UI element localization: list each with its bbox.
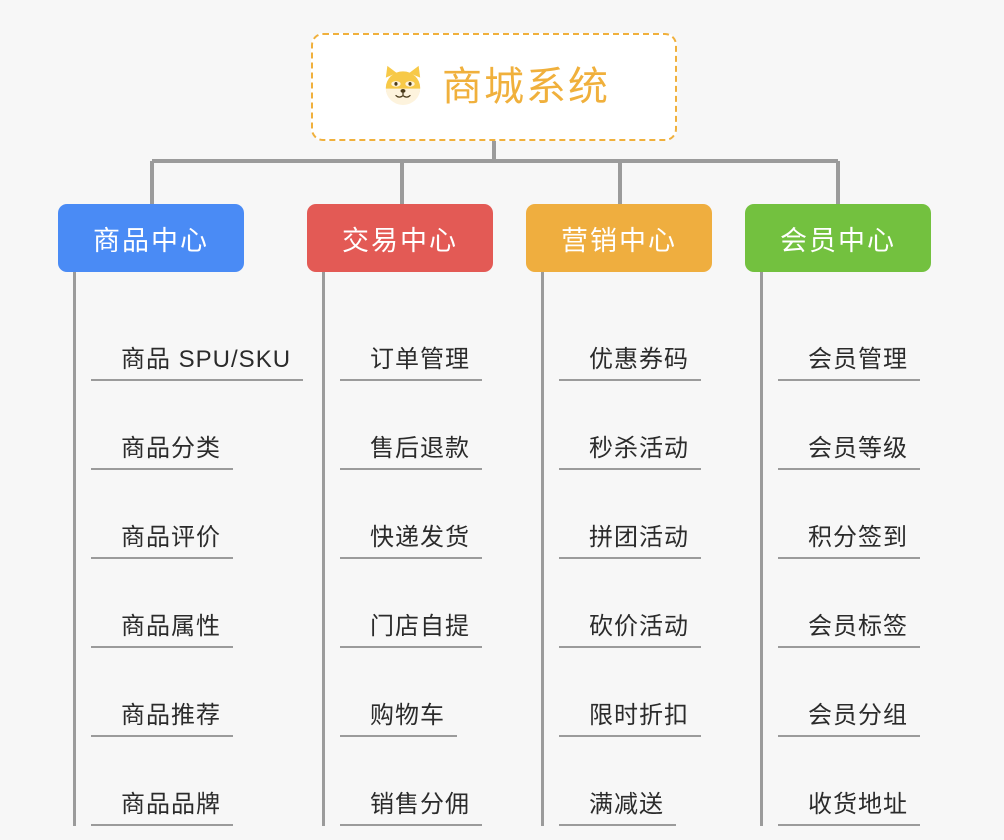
leaf-label: 商品推荐 [91,702,233,737]
list-item[interactable]: 满减送 [559,737,753,826]
list-item[interactable]: 优惠券码 [559,292,753,381]
list-item[interactable]: 商品评价 [91,470,285,559]
list-item[interactable]: 商品品牌 [91,737,285,826]
list-item[interactable]: 门店自提 [340,559,534,648]
leaf-label: 商品分类 [91,435,233,470]
leaf-label: 商品评价 [91,524,233,559]
leaf-label: 会员标签 [778,613,920,648]
branch-header-marketing-center[interactable]: 营销中心 [526,204,712,272]
list-item[interactable]: 秒杀活动 [559,381,753,470]
list-item[interactable]: 售后退款 [340,381,534,470]
leaf-label: 会员分组 [778,702,920,737]
leaf-label: 商品属性 [91,613,233,648]
branch-header-product-center[interactable]: 商品中心 [58,204,244,272]
leaf-list-member-center: 会员管理 会员等级 积分签到 会员标签 会员分组 收货地址 [760,272,972,826]
list-item[interactable]: 会员分组 [778,648,972,737]
leaf-label: 商品品牌 [91,791,233,826]
leaf-label: 秒杀活动 [559,435,701,470]
list-item[interactable]: 商品 SPU/SKU [91,292,304,381]
leaf-label: 积分签到 [778,524,920,559]
branch-column-marketing-center: 营销中心 优惠券码 秒杀活动 拼团活动 砍价活动 限时折扣 满减送 [526,204,756,826]
list-item[interactable]: 积分签到 [778,470,972,559]
branch-header-label: 会员中心 [780,225,896,256]
leaf-list-trade-center: 订单管理 售后退款 快递发货 门店自提 购物车 销售分佣 [322,272,534,826]
branch-column-trade-center: 交易中心 订单管理 售后退款 快递发货 门店自提 购物车 销售分佣 [307,204,537,826]
list-item[interactable]: 拼团活动 [559,470,753,559]
leaf-label: 销售分佣 [340,791,482,826]
list-item[interactable]: 快递发货 [340,470,534,559]
branch-header-member-center[interactable]: 会员中心 [745,204,931,272]
list-item[interactable]: 销售分佣 [340,737,534,826]
list-item[interactable]: 订单管理 [340,292,534,381]
leaf-label: 会员管理 [778,346,920,381]
list-item[interactable]: 购物车 [340,648,534,737]
leaf-label: 砍价活动 [559,613,701,648]
list-item[interactable]: 收货地址 [778,737,972,826]
root-node[interactable]: 商城系统 [311,33,677,141]
list-item[interactable]: 商品属性 [91,559,285,648]
leaf-label: 优惠券码 [559,346,701,381]
list-item[interactable]: 会员标签 [778,559,972,648]
branch-header-label: 商品中心 [93,225,209,256]
list-item[interactable]: 会员管理 [778,292,972,381]
leaf-label: 订单管理 [340,346,482,381]
leaf-label: 会员等级 [778,435,920,470]
branch-header-label: 交易中心 [342,225,458,256]
root-title: 商城系统 [442,65,610,109]
branch-column-product-center: 商品中心 商品 SPU/SKU 商品分类 商品评价 商品属性 商品推荐 商品品牌 [58,204,304,826]
leaf-label: 满减送 [559,791,676,826]
leaf-label: 商品 SPU/SKU [91,346,304,381]
leaf-label: 快递发货 [340,524,482,559]
branch-header-label: 营销中心 [561,225,677,256]
list-item[interactable]: 砍价活动 [559,559,753,648]
leaf-label: 限时折扣 [559,702,701,737]
list-item[interactable]: 会员等级 [778,381,972,470]
leaf-label: 购物车 [340,702,457,737]
leaf-list-marketing-center: 优惠券码 秒杀活动 拼团活动 砍价活动 限时折扣 满减送 [541,272,753,826]
list-item[interactable]: 商品推荐 [91,648,285,737]
leaf-label: 收货地址 [778,791,920,826]
list-item[interactable]: 商品分类 [91,381,285,470]
leaf-label: 门店自提 [340,613,482,648]
leaf-label: 拼团活动 [559,524,701,559]
shiba-dog-face-icon [385,65,421,105]
list-item[interactable]: 限时折扣 [559,648,753,737]
branch-column-member-center: 会员中心 会员管理 会员等级 积分签到 会员标签 会员分组 收货地址 [745,204,975,826]
leaf-list-product-center: 商品 SPU/SKU 商品分类 商品评价 商品属性 商品推荐 商品品牌 [73,272,304,826]
branch-header-trade-center[interactable]: 交易中心 [307,204,493,272]
leaf-label: 售后退款 [340,435,482,470]
